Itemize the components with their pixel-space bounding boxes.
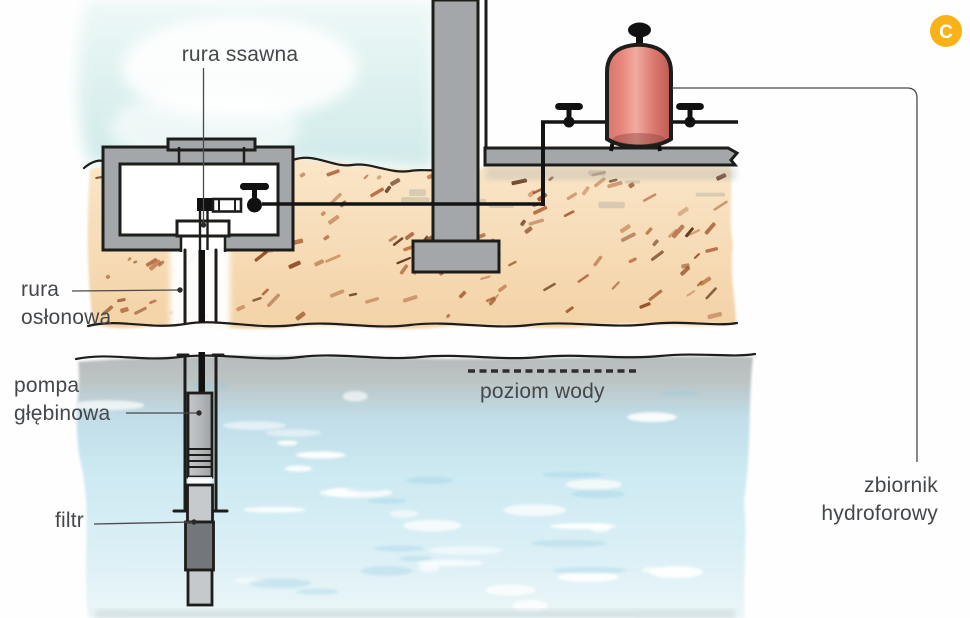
wall-footing (411, 239, 501, 274)
pipe-union (211, 197, 243, 213)
outlet-valve (676, 103, 704, 128)
hydrophore-tank (605, 22, 673, 152)
leader-dot-pump (196, 410, 202, 416)
badge-c: C (930, 15, 962, 47)
suction-pipe (197, 197, 243, 250)
well-chamber (101, 137, 295, 253)
tank-top-valve (628, 22, 651, 38)
leader-filter (93, 521, 194, 525)
tank-body (605, 42, 673, 149)
well-filter (184, 520, 215, 572)
leader-dot-filter (191, 519, 197, 525)
badge-circle (930, 15, 962, 47)
leader-casing-pipe (71, 289, 180, 292)
terrain-line-right (291, 156, 435, 173)
leader-dot-suction (200, 222, 207, 228)
pipe-elbow (197, 198, 214, 211)
floor-slab (483, 146, 740, 167)
pump-sump (186, 568, 214, 607)
casing-pipe (172, 248, 229, 513)
leader-dot-casing (177, 287, 183, 293)
inlet-valve (555, 103, 583, 128)
soil-bottom-line (86, 321, 739, 328)
water-surface-line (74, 352, 757, 361)
water-wash (76, 356, 754, 618)
suction-pipe-valve (239, 182, 270, 213)
badge-letter: C (939, 22, 953, 43)
submersible-pump (186, 391, 214, 479)
drop-pipe-upper (198, 250, 205, 322)
building-wall (431, 0, 488, 245)
chamber-lid (166, 137, 257, 152)
water-streaks (76, 380, 703, 612)
pump-extension (186, 483, 214, 524)
submersible-pump-assembly (184, 250, 215, 607)
drop-pipe-lower (198, 352, 205, 394)
leader-tank (672, 87, 918, 462)
